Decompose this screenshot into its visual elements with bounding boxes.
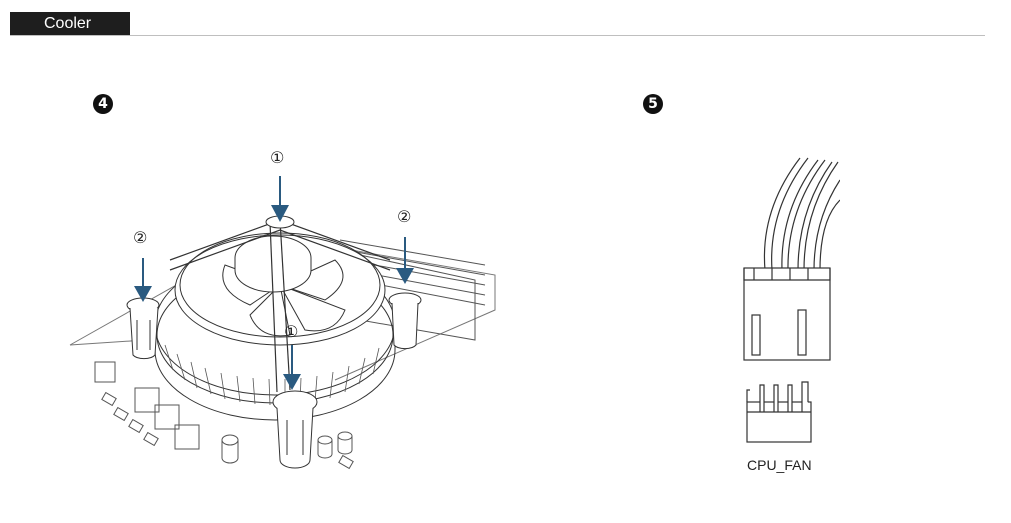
cooler-drawing	[69, 176, 496, 470]
connector-drawing	[743, 157, 840, 443]
section-label: Cooler	[44, 15, 92, 32]
step-5-number: 5	[648, 96, 658, 112]
step-4-badge: 4	[93, 94, 113, 114]
callout-1-top: ①	[270, 148, 285, 167]
step-5-badge: 5	[643, 94, 663, 114]
section-tab: Cooler	[10, 12, 130, 36]
step-4-number: 4	[98, 96, 108, 112]
arrow-right-head	[396, 268, 414, 284]
arrow-center-front-head	[283, 374, 301, 390]
arrow-left-head	[134, 286, 152, 302]
wire-4	[813, 179, 840, 271]
callout-2-left: ②	[133, 228, 148, 247]
fan-header	[746, 401, 812, 443]
push-arrows	[134, 176, 414, 390]
arrow-center-top-head	[271, 205, 289, 222]
wire-2	[781, 159, 819, 271]
callout-1-front: ①	[284, 322, 299, 341]
cpu-fan-connector-illustration	[720, 150, 840, 450]
wire-1	[763, 157, 801, 271]
cpu-fan-label: CPU_FAN	[747, 457, 812, 473]
cooler-install-illustration	[55, 140, 505, 490]
header-rule	[10, 35, 985, 36]
callout-2-right: ②	[397, 207, 412, 226]
wire-3	[797, 161, 833, 271]
